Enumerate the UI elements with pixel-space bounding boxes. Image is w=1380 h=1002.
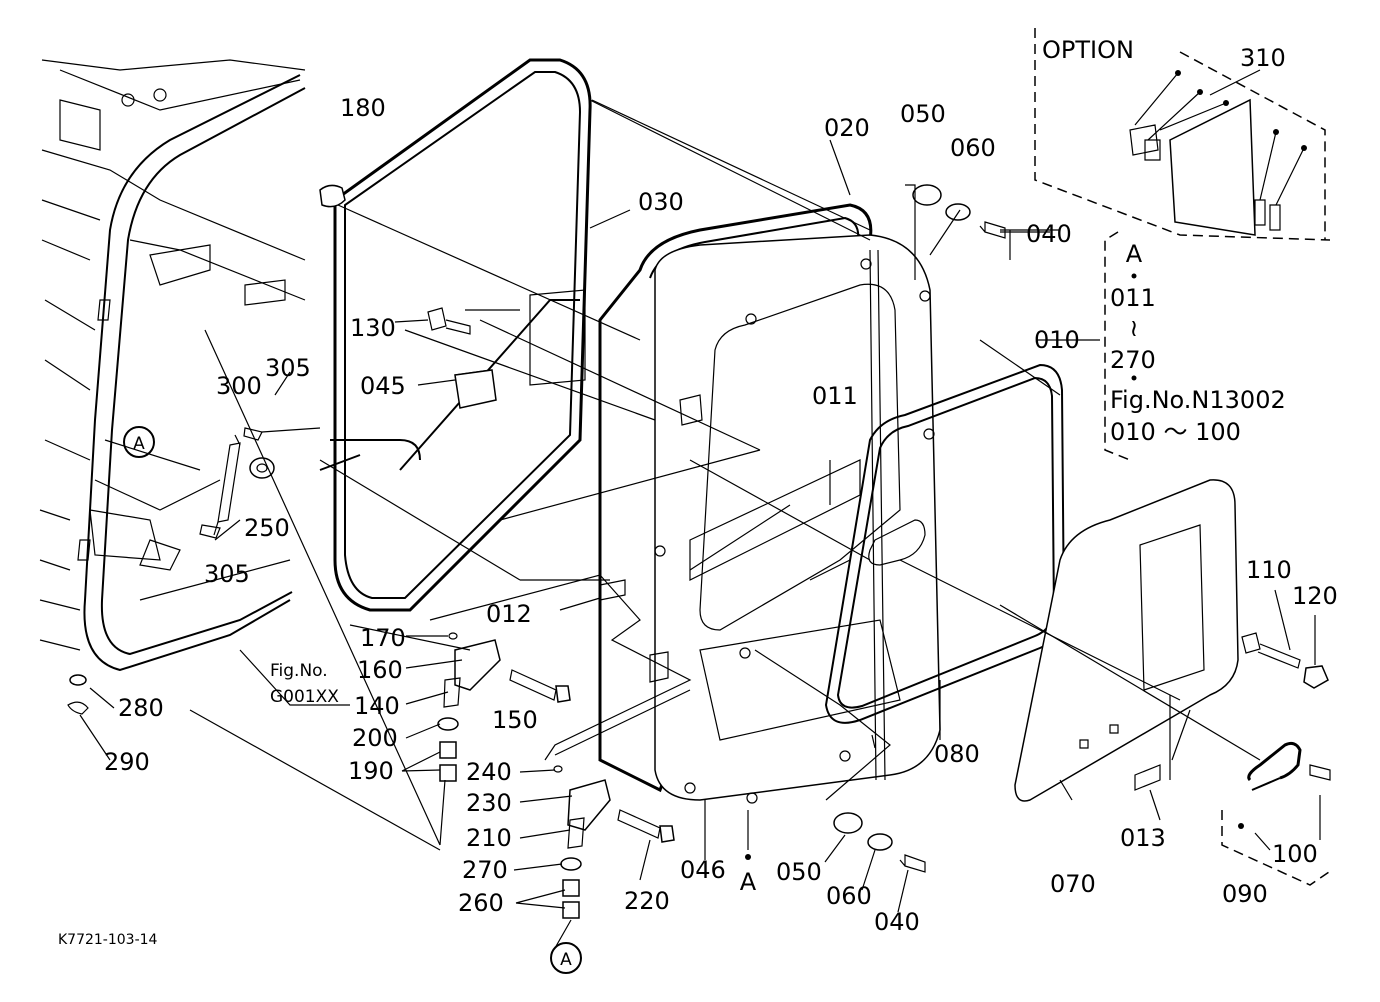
ref-270: 270 [1110,346,1156,374]
circle-a-lower-text: A [560,950,572,970]
label-305-upper: 305 [265,354,311,382]
leader-lines [79,69,1321,949]
label-120: 120 [1292,582,1338,610]
label-305-lower: 305 [204,560,250,588]
label-option: OPTION [1042,36,1134,64]
label-080: 080 [934,740,980,768]
label-011: 011 [812,382,858,410]
leader-dots [745,823,1244,860]
label-060-upper: 060 [950,134,996,162]
label-045: 045 [360,372,406,400]
fig-code-label: G001XX [270,687,339,707]
door-frame-030 [319,58,592,612]
label-130: 130 [350,314,396,342]
label-070: 070 [1050,870,1096,898]
label-180: 180 [340,94,386,122]
label-160: 160 [357,656,403,684]
label-050-lower: 050 [776,858,822,886]
label-050-upper: 050 [900,100,946,128]
ref-range: 010 ～ 100 [1110,418,1241,446]
label-260: 260 [458,889,504,917]
label-270: 270 [462,856,508,884]
label-012: 012 [486,600,532,628]
ref-tilde: ≀ [1130,314,1139,342]
label-040-lower: 040 [874,908,920,936]
label-110: 110 [1246,556,1292,584]
fig-ref-box: Fig.No. G001XX [270,661,339,707]
label-020: 020 [824,114,870,142]
circle-a-upper: A [123,426,155,458]
label-190: 190 [348,757,394,785]
label-220: 220 [624,887,670,915]
door-handle-090 [1247,741,1331,791]
hardware [67,184,1329,919]
option-window-310 [1129,70,1307,236]
label-210: 210 [466,824,512,852]
label-140: 140 [354,692,400,720]
label-280: 280 [118,694,164,722]
label-150: 150 [492,706,538,734]
label-010: 010 [1034,326,1080,354]
label-030: 030 [638,188,684,216]
label-300: 300 [216,372,262,400]
handle-dashed-box [1221,810,1333,886]
label-100: 100 [1272,840,1318,868]
door-body-011 [599,234,941,804]
label-013: 013 [1120,824,1166,852]
drawing-number: K7721-103-14 [58,932,158,948]
label-250: 250 [244,514,290,542]
option-dashed-box [1034,28,1331,241]
label-a-mark: A [740,868,757,896]
label-230: 230 [466,789,512,817]
fig-no-label: Fig.No. [270,661,328,681]
label-090: 090 [1222,880,1268,908]
label-200: 200 [352,724,398,752]
window-glass-070 [1014,479,1239,802]
label-240: 240 [466,758,512,786]
circle-a-lower: A [550,942,582,974]
ref-fig: Fig.No.N13002 [1110,386,1286,414]
label-046: 046 [680,856,726,884]
reference-block: A 011 ≀ 270 Fig.No.N13002 010 ～ 100 [1110,240,1286,446]
circle-a-upper-text: A [133,434,145,454]
reference-bracket [1104,231,1131,461]
part-labels: OPTION 310 180 030 020 050 060 040 130 0… [58,36,1338,948]
label-170: 170 [360,624,406,652]
ref-a-top: A [1126,240,1143,268]
ref-011: 011 [1110,284,1156,312]
label-040-upper: 040 [1026,220,1072,248]
label-060-lower: 060 [826,882,872,910]
label-310: 310 [1240,44,1286,72]
label-290: 290 [104,748,150,776]
cab-frame [39,59,306,672]
